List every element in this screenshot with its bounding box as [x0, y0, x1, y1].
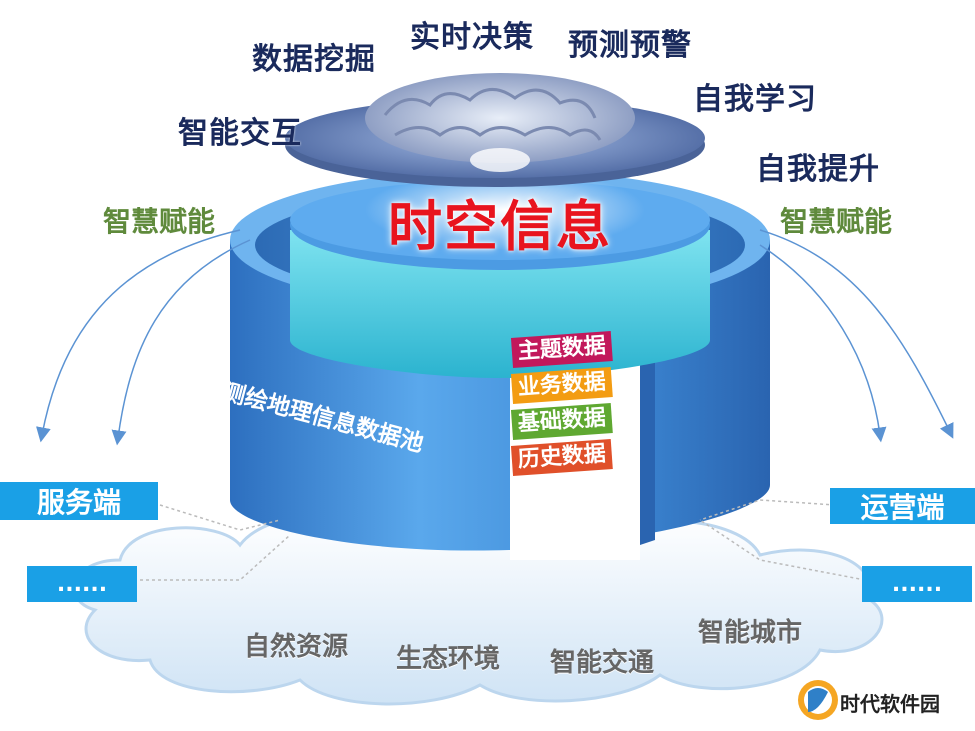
- capability-data-mining: 数据挖掘: [252, 42, 376, 77]
- left-more-box: ......: [27, 566, 137, 602]
- service-side-box: 服务端: [0, 482, 158, 520]
- cloud-item-smart-traffic: 智能交通: [550, 648, 655, 678]
- center-title: 时空信息: [388, 195, 612, 258]
- brand-logo-icon: [798, 680, 838, 720]
- empower-label-left: 智慧赋能: [103, 205, 216, 238]
- capability-self-improvement: 自我提升: [756, 152, 880, 187]
- brain-disc: [285, 73, 705, 187]
- capability-smart-interaction: 智能交互: [178, 116, 302, 151]
- connector-lines: [140, 499, 866, 581]
- cloud-item-smart-city: 智能城市: [698, 618, 803, 648]
- capability-self-learning: 自我学习: [693, 82, 817, 117]
- operation-side-box: 运营端: [830, 488, 975, 524]
- right-more-box: ......: [862, 566, 972, 602]
- capability-forecast-warning: 预测预警: [568, 28, 692, 63]
- cloud-item-ecology: 生态环境: [396, 644, 501, 674]
- cloud-item-natural-resources: 自然资源: [244, 632, 349, 662]
- brand-name: 时代软件园: [840, 692, 940, 716]
- capability-realtime-decision: 实时决策: [410, 20, 534, 55]
- flow-arrows: [36, 229, 954, 446]
- empower-label-right: 智慧赋能: [780, 205, 893, 238]
